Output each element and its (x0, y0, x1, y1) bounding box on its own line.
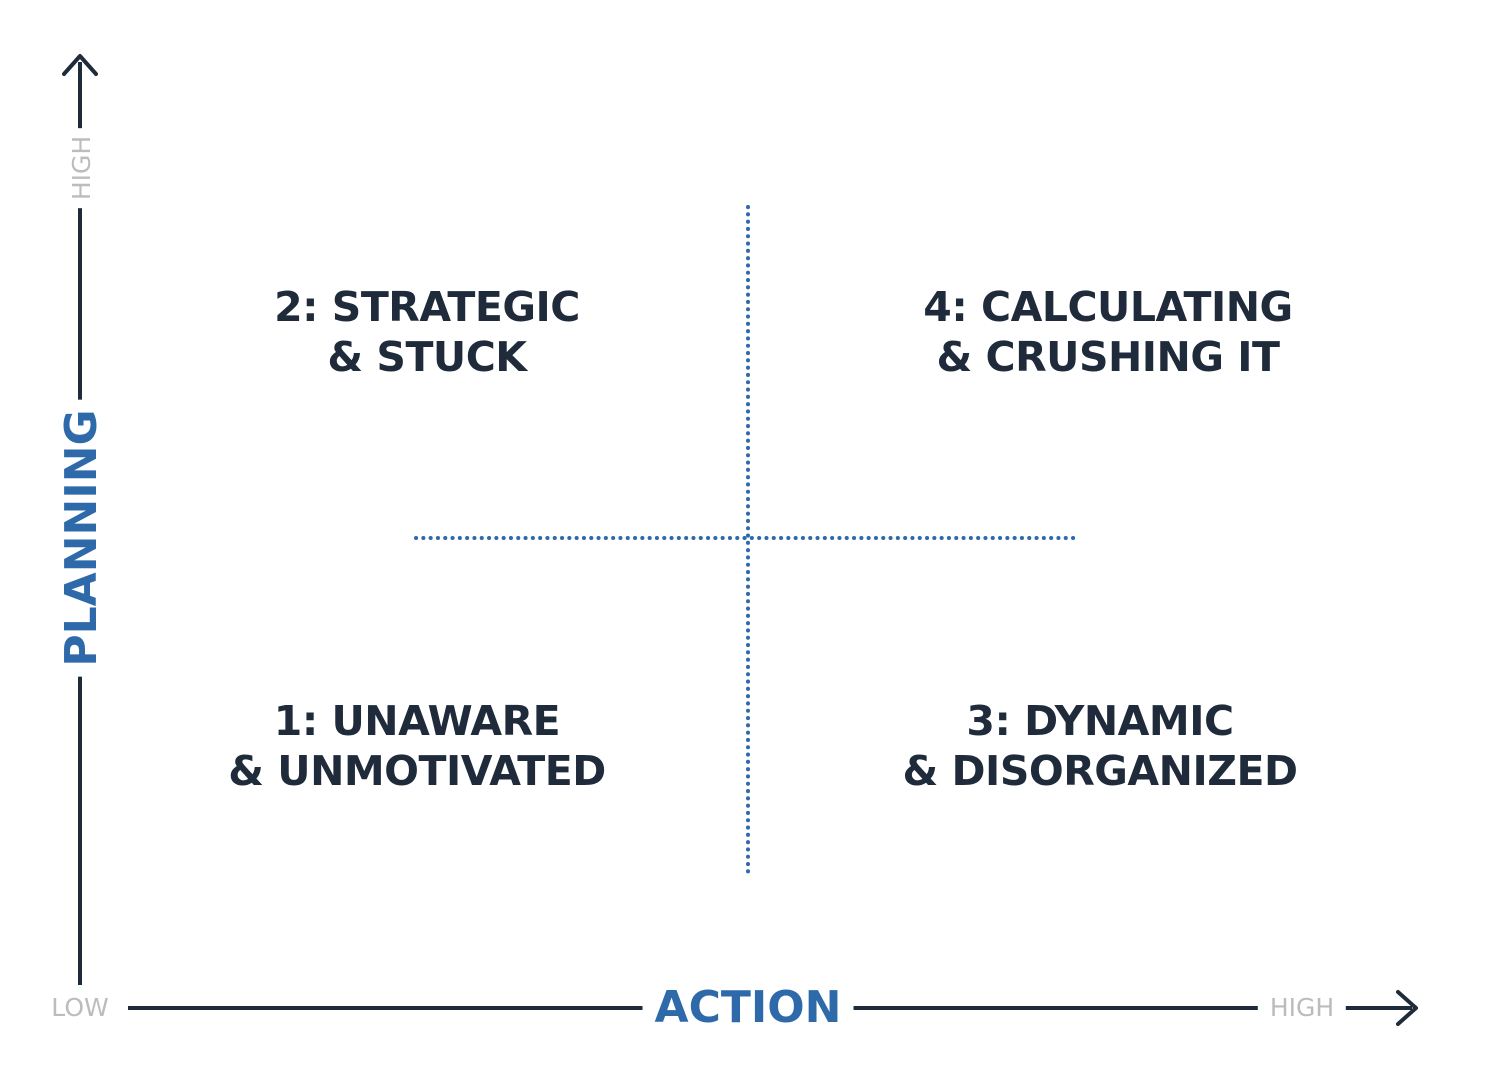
x-axis-label: ACTION (642, 983, 854, 1033)
quadrant-bottom-right-label: 3: DYNAMIC & DISORGANIZED (902, 696, 1299, 796)
quadrant-top-left-line1: 2: STRATEGIC (274, 283, 580, 331)
quadrant-top-right-line1: 4: CALCULATING (923, 283, 1293, 331)
x-axis-low-label: LOW (41, 994, 119, 1022)
quadrant-bottom-left-line2: & UNMOTIVATED (228, 747, 606, 795)
quadrant-top-left-line2: & STUCK (327, 333, 527, 381)
quadrant-bottom-left-label: 1: UNAWARE & UNMOTIVATED (228, 696, 606, 796)
quadrant-bottom-left-line1: 1: UNAWARE (273, 697, 561, 745)
y-axis-label: PLANNING (56, 399, 107, 677)
quadrant-bottom-right-line1: 3: DYNAMIC (966, 697, 1234, 745)
x-axis-high-label: HIGH (1257, 994, 1347, 1022)
quadrant-top-right-label: 4: CALCULATING & CRUSHING IT (923, 282, 1293, 382)
quadrant-top-left-label: 2: STRATEGIC & STUCK (274, 282, 580, 382)
arrow-right-icon (1396, 990, 1418, 1026)
quadrant-top-right-line2: & CRUSHING IT (936, 333, 1280, 381)
arrow-up-icon (62, 54, 98, 76)
y-axis-high-label: HIGH (67, 127, 96, 209)
quadrant-bottom-right-line2: & DISORGANIZED (902, 747, 1299, 795)
